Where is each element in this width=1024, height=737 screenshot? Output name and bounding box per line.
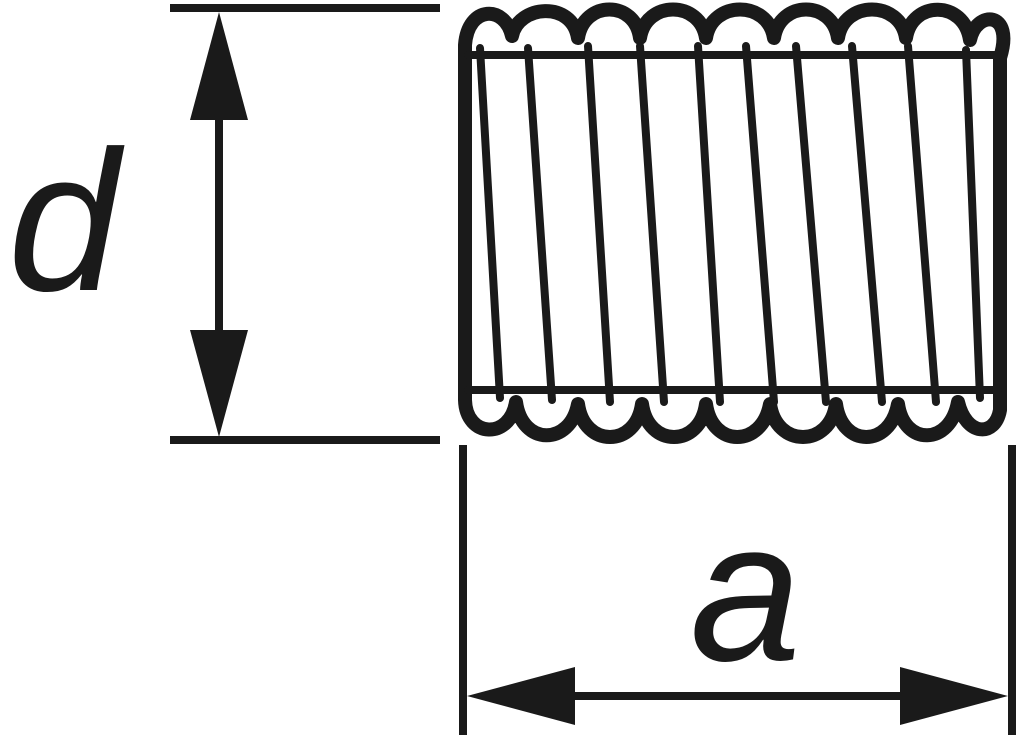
length-label: a [690, 480, 801, 703]
length-dimension: a [459, 445, 1016, 735]
thread-line [524, 44, 556, 404]
diameter-arrowhead-bottom [190, 330, 248, 437]
thread-line [636, 42, 668, 406]
thread-line [962, 46, 984, 402]
thread-line [584, 42, 614, 406]
diameter-dimension: d [8, 4, 440, 444]
thread-lines [476, 42, 984, 406]
thread-line [848, 42, 886, 406]
thread-line [694, 42, 724, 406]
diameter-arrowhead-top [190, 12, 248, 120]
thread-line [792, 42, 830, 406]
diameter-label: d [8, 110, 125, 333]
bolt-outline [458, 2, 1011, 444]
thread-line [476, 44, 504, 402]
length-arrowhead-left [467, 667, 575, 725]
length-arrowhead-right [900, 667, 1008, 725]
thread-line [904, 42, 940, 406]
thread-line [742, 42, 778, 406]
threaded-bolt [458, 2, 1011, 444]
